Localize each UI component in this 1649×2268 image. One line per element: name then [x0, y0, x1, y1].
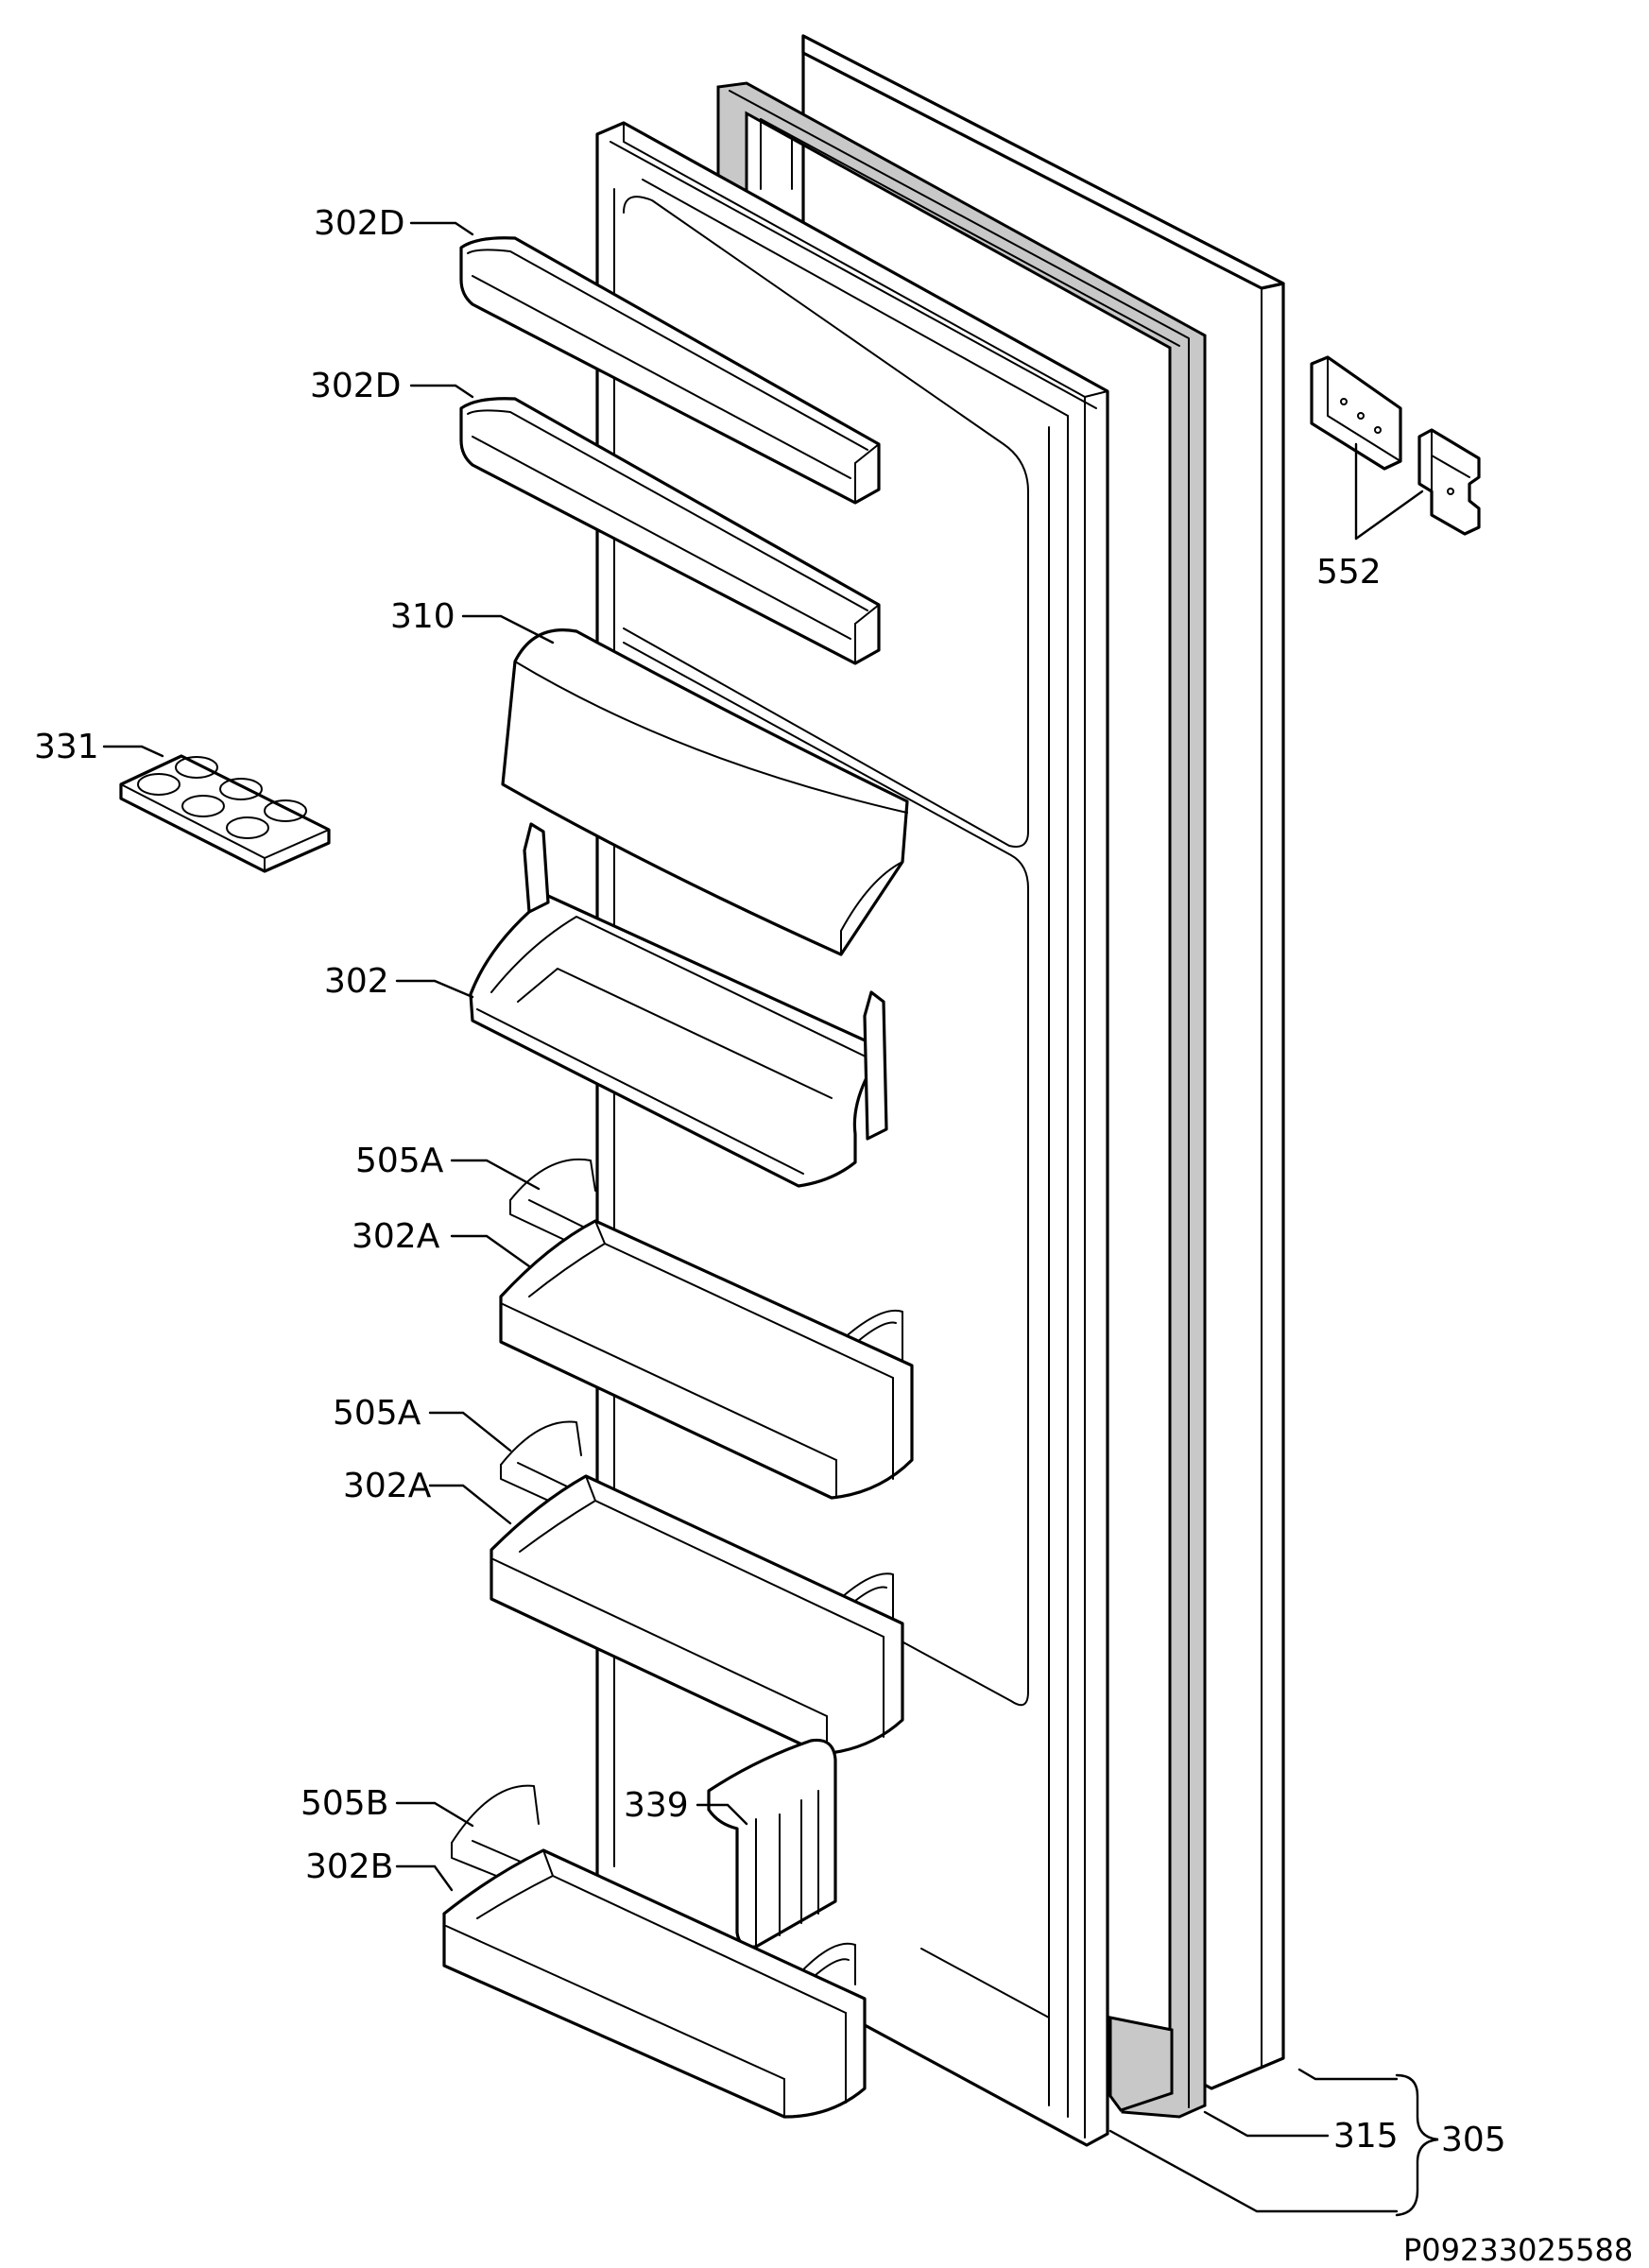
shelf-302d-lower — [459, 397, 881, 665]
cover-310 — [501, 628, 909, 956]
shelf-302b-bin — [442, 1848, 867, 2119]
label-505a-upper: 505A — [355, 1142, 444, 1180]
label-302a-upper: 302A — [352, 1217, 440, 1256]
leader-lines — [102, 221, 1439, 2217]
label-505a-lower: 505A — [333, 1394, 421, 1433]
shelf-302d-upper — [459, 236, 881, 505]
label-331: 331 — [34, 728, 99, 766]
hinge-552 — [1310, 355, 1481, 536]
drawing-code: P09233025588 — [1403, 2232, 1633, 2268]
label-302d-upper: 302D — [314, 204, 404, 243]
shelf-302-bin — [469, 822, 888, 1188]
label-505b: 505B — [301, 1784, 388, 1823]
label-302a-lower: 302A — [343, 1467, 432, 1505]
label-310: 310 — [390, 597, 455, 636]
label-302d-lower: 302D — [310, 367, 401, 405]
shelf-302a-lower — [490, 1474, 904, 1756]
label-339: 339 — [624, 1786, 689, 1825]
label-302b: 302B — [305, 1847, 393, 1886]
divider-339 — [707, 1738, 837, 1949]
part-labels: 302D 302D 310 331 302 505A 302A 505A 302… — [34, 204, 1633, 2268]
label-315: 315 — [1333, 2117, 1399, 2156]
label-552: 552 — [1316, 553, 1382, 592]
egg-tray-331 — [119, 754, 331, 873]
shelf-302a-upper — [499, 1219, 914, 1500]
label-305: 305 — [1441, 2121, 1506, 2159]
label-302: 302 — [324, 962, 389, 1001]
